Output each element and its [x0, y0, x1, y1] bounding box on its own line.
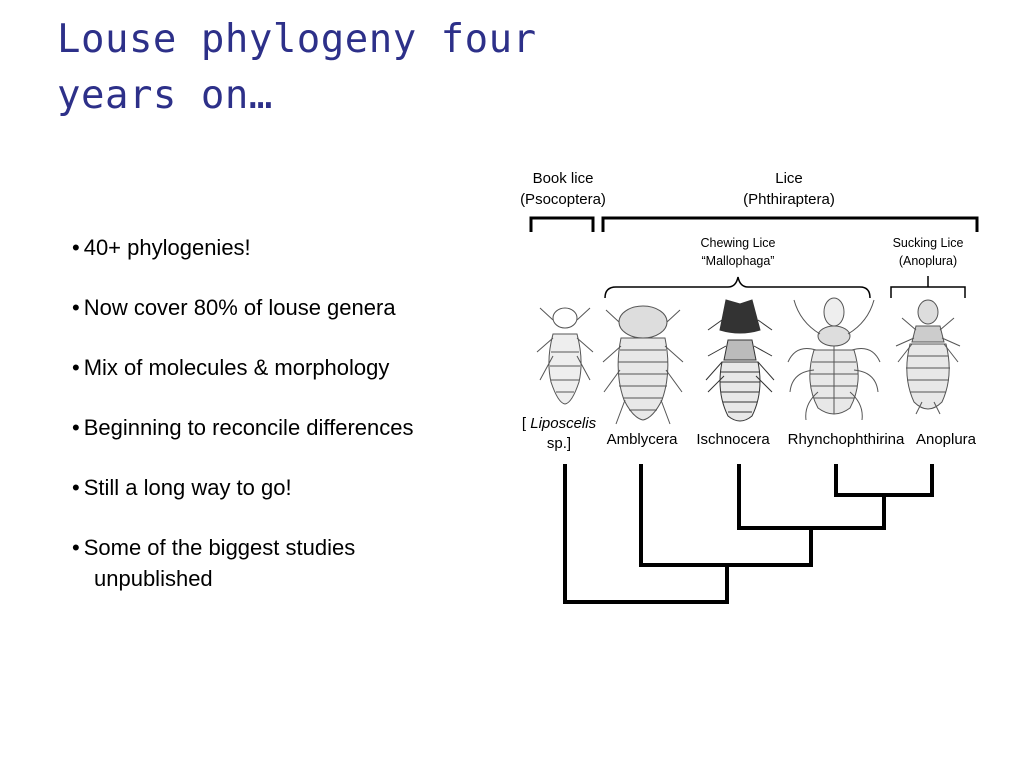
bullet-item: •Mix of molecules & morphology — [72, 352, 492, 383]
sucking-lice-order-label: (Anoplura) — [899, 254, 957, 268]
ischnocera-illustration — [705, 299, 775, 422]
rhynchophthirina-label: Rhynchophthirina — [788, 431, 905, 448]
anoplura-label: Anoplura — [916, 431, 977, 448]
ischnocera-label: Ischnocera — [696, 431, 770, 448]
book-lice-bracket — [529, 216, 595, 232]
slide-title: Louse phylogeny four years on… — [57, 12, 677, 124]
bullet-dot: • — [72, 355, 80, 380]
bullet-text: 40+ phylogenies! — [83, 235, 251, 260]
bullet-text-continued: unpublished — [94, 566, 213, 591]
liposcelis-species-label: sp.] — [547, 435, 571, 452]
title-line-1: Louse phylogeny four — [57, 17, 537, 62]
lice-order-label: (Phthiraptera) — [743, 191, 835, 208]
chewing-lice-bracket — [604, 276, 871, 299]
bullet-text: Still a long way to go! — [83, 475, 292, 500]
book-lice-order-label: (Psocoptera) — [520, 191, 606, 208]
anoplura-illustration — [895, 299, 961, 415]
bullet-item: •Still a long way to go! — [72, 472, 492, 503]
chewing-lice-label: Chewing Lice — [700, 236, 775, 250]
amblycera-label: Amblycera — [607, 431, 679, 448]
title-line-2: years on… — [57, 73, 273, 118]
clade-rhyncho-anoplura — [834, 464, 934, 497]
book-lice-label: Book lice — [533, 170, 594, 187]
amblycera-illustration — [602, 305, 684, 425]
liposcelis-label: [ Liposcelis — [522, 415, 597, 432]
liposcelis-genus: Liposcelis — [530, 415, 596, 432]
bullet-item: •Some of the biggest studies unpublished — [72, 532, 492, 594]
lice-bracket — [601, 216, 979, 232]
bullet-item: •Beginning to reconcile differences — [72, 412, 492, 443]
liposcelis-illustration — [536, 307, 594, 405]
sucking-lice-label: Sucking Lice — [893, 236, 964, 250]
bullet-text: Beginning to reconcile differences — [83, 415, 414, 440]
bullet-dot: • — [72, 295, 80, 320]
bullet-dot: • — [72, 475, 80, 500]
bullet-item: •40+ phylogenies! — [72, 232, 492, 263]
bullet-dot: • — [72, 415, 80, 440]
bullet-item: •Now cover 80% of louse genera — [72, 292, 492, 323]
bullet-list: •40+ phylogenies! •Now cover 80% of lous… — [72, 232, 492, 623]
chewing-lice-order-label: “Mallophaga” — [702, 254, 775, 268]
bullet-text: Now cover 80% of louse genera — [83, 295, 396, 320]
bullet-text: Some of the biggest studies — [83, 535, 356, 560]
liposcelis-bracket-open: [ — [522, 415, 530, 432]
rhynchophthirina-illustration — [787, 297, 881, 421]
bullet-dot: • — [72, 235, 80, 260]
sucking-lice-bracket — [890, 276, 966, 298]
clade-root — [563, 464, 729, 604]
bullet-dot: • — [72, 535, 80, 560]
lice-label: Lice — [775, 170, 803, 187]
bullet-text: Mix of molecules & morphology — [83, 355, 390, 380]
clade-amblycera-plus — [639, 464, 813, 567]
